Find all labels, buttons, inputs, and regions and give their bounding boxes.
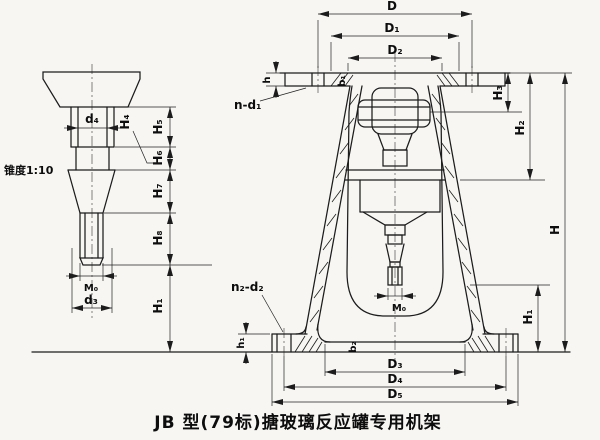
main-dimensions: D D₁ D₂ h b₁ n-d₁ n₂-d₂ h₁ b₂ M₀	[231, 0, 568, 406]
detail-d4-label: d₄	[85, 112, 99, 126]
dim-H2-label: H₂	[513, 120, 527, 135]
main-frame-view	[271, 72, 572, 353]
cavity-outline	[346, 85, 444, 317]
flange-hatching	[330, 72, 460, 87]
detail-dimensions: d₄ M₀ d₃ H₅ H₆ H₇ H₈ H₁ H₄ 锥度1:10	[4, 106, 212, 352]
detail-view-screw	[42, 71, 141, 266]
dim-D4-label: D₄	[387, 372, 402, 386]
detail-H4-label: H₄	[118, 114, 132, 129]
detail-M0-label: M₀	[84, 283, 98, 294]
detail-H1-label: H₁	[151, 298, 165, 313]
flange-h-label: h	[262, 76, 273, 83]
dim-D-label: D	[387, 0, 397, 13]
thread-M0-label: M₀	[392, 303, 406, 314]
bottom-bolt-spec-label: n₂-d₂	[231, 280, 264, 294]
screw-assembly	[344, 87, 446, 286]
dim-D5-label: D₅	[387, 387, 402, 401]
drawing-caption: JB 型(79标)搪玻璃反应罐专用机架	[153, 412, 441, 433]
dim-H-label: H	[548, 225, 562, 235]
top-bolt-spec-label: n-d₁	[234, 98, 261, 112]
dim-D1-label: D₁	[384, 21, 399, 35]
dim-H3-label: H₃	[491, 85, 505, 100]
detail-H8-label: H₈	[151, 230, 165, 245]
foot-hatching	[294, 335, 496, 353]
detail-H7-label: H₇	[151, 183, 165, 198]
flange-b1-label: b₁	[337, 75, 348, 87]
dim-D3-label: D₃	[387, 357, 402, 371]
taper-note: 锥度1:10	[4, 163, 54, 177]
dim-H1-label: H₁	[521, 309, 535, 324]
detail-d3-label: d₃	[84, 293, 98, 307]
flange-b2-label: b₂	[348, 341, 359, 353]
detail-H5-label: H₅	[151, 119, 165, 134]
detail-H6-label: H₆	[151, 150, 165, 165]
flange-h1-label: h₁	[236, 337, 247, 349]
centerlines	[91, 52, 507, 366]
dim-D2-label: D₂	[387, 43, 402, 57]
wall-hatching	[309, 93, 481, 323]
